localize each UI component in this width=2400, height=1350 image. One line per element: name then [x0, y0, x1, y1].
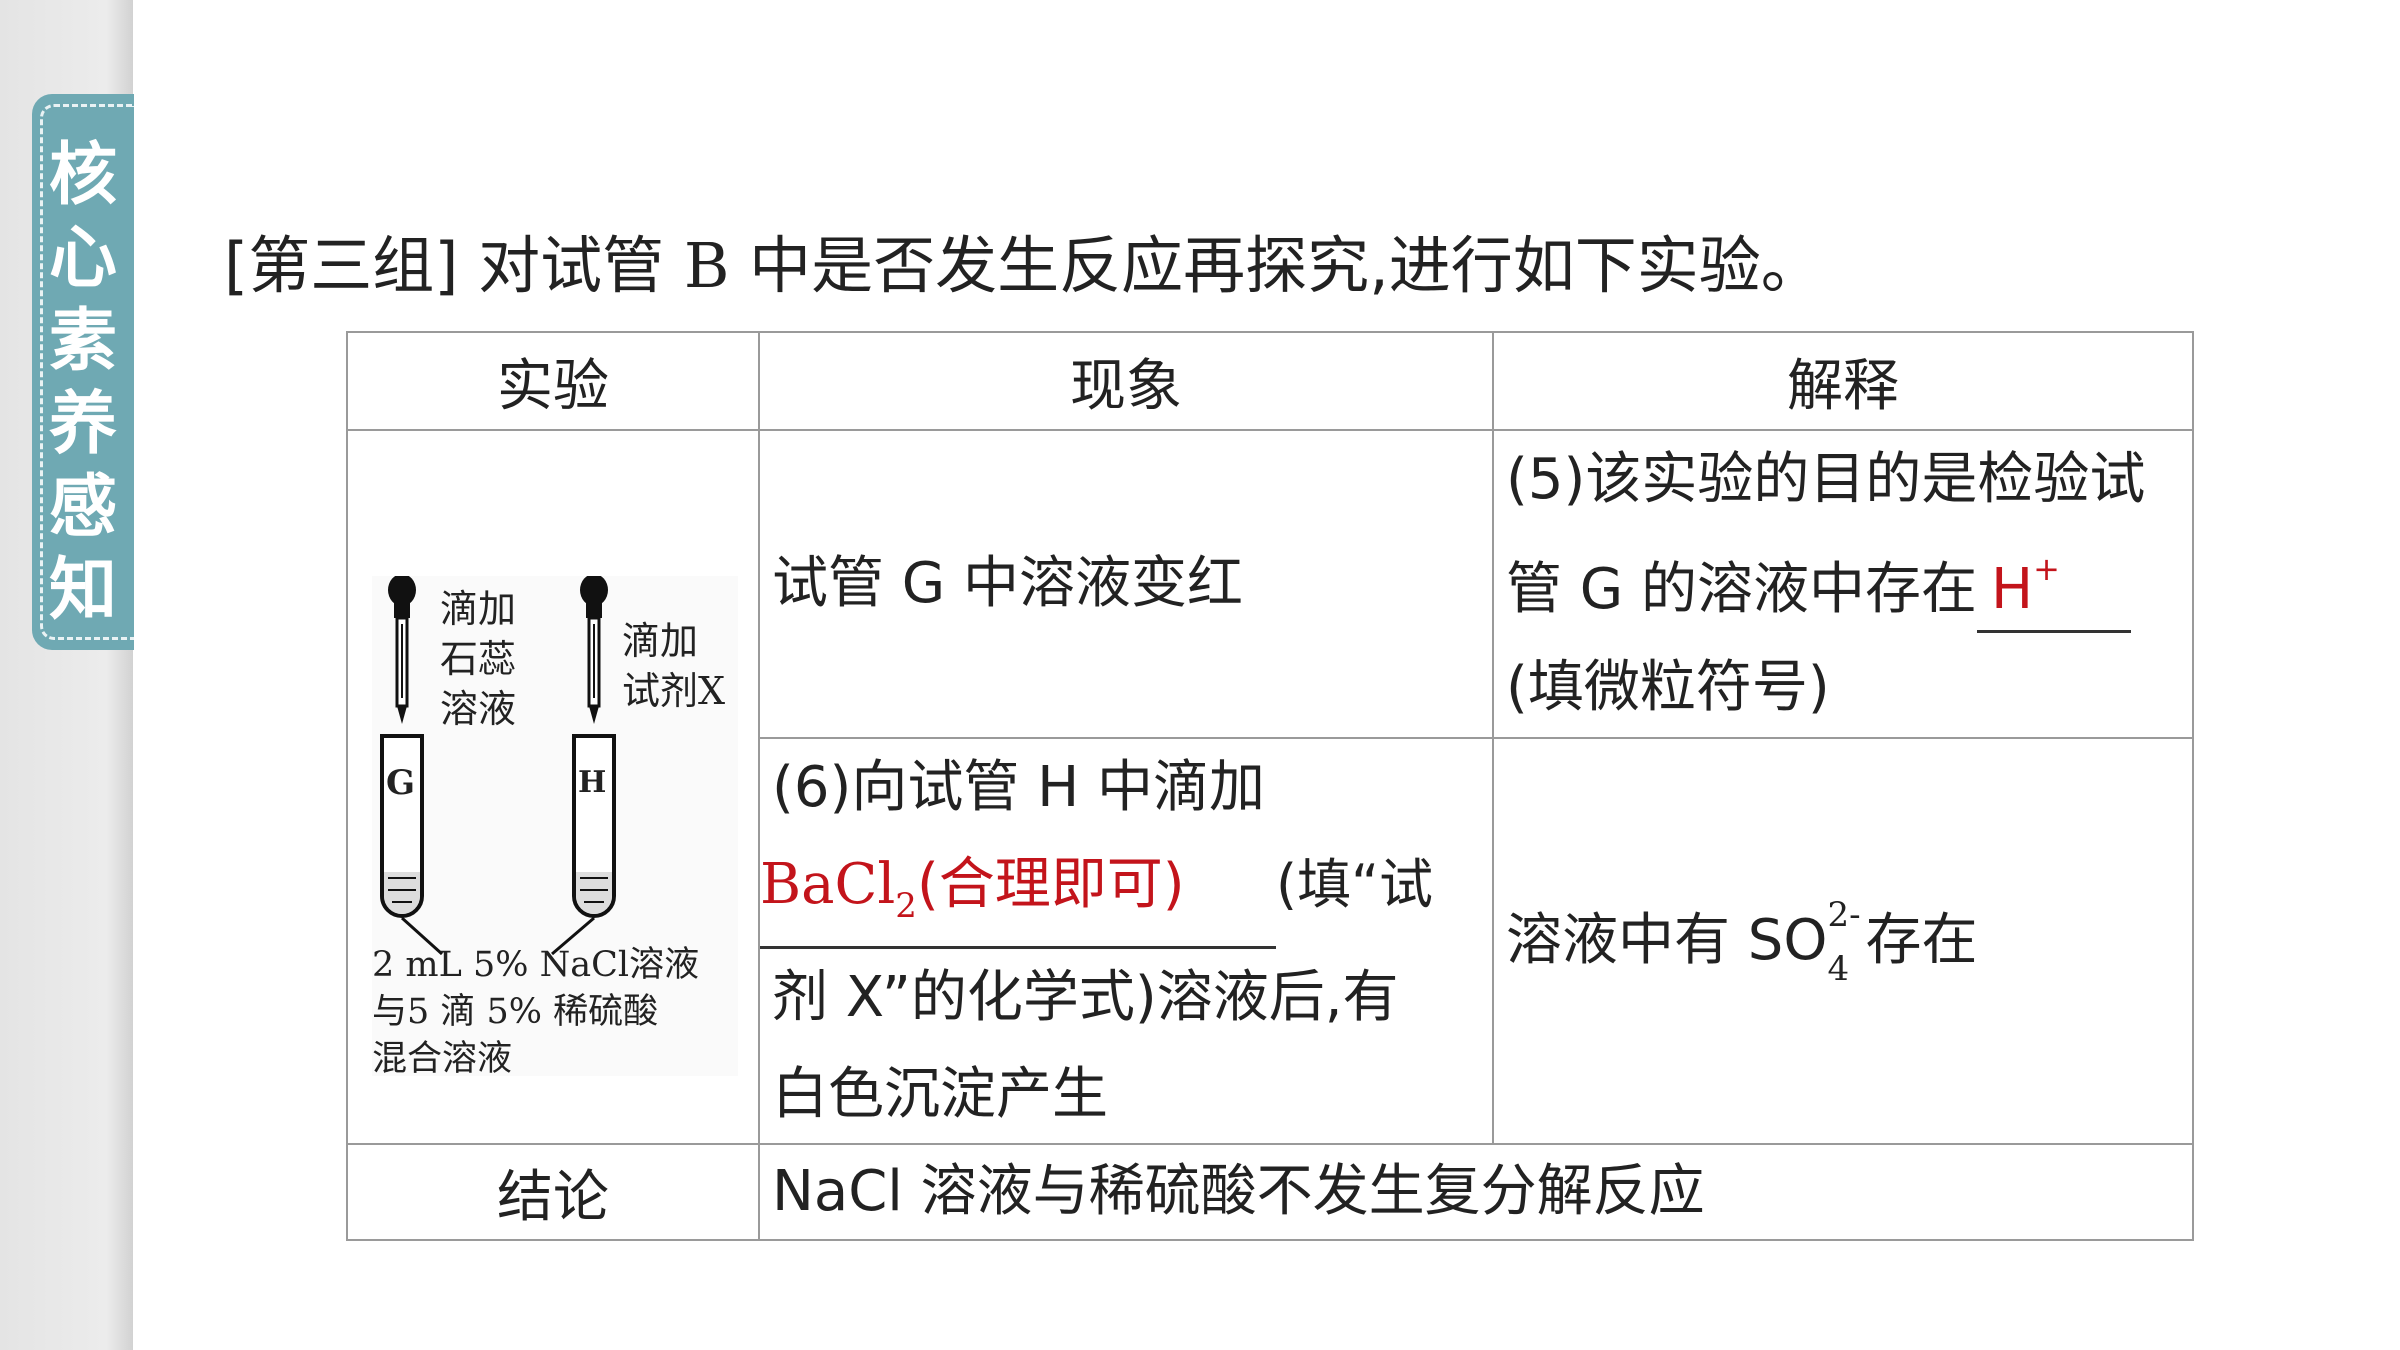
tube-g-label: G	[386, 763, 416, 803]
section-tab-char: 感	[48, 468, 117, 547]
section-tab-char: 核	[48, 136, 117, 215]
explanation-line: (5)该实验的目的是检验试	[1506, 447, 2146, 512]
diagram-caption: 2 mL 5% NaCl溶液 与5 滴 5% 稀硫酸 混合溶液	[372, 942, 699, 1083]
phenomenon-cell-1: 试管 G 中溶液变红	[758, 429, 1494, 739]
test-tube-g-icon	[380, 734, 444, 956]
conclusion-cell: NaCl 溶液与稀硫酸不发生复分解反应	[758, 1143, 2194, 1241]
explanation-line-text: 管 G 的溶液中存在	[1506, 557, 1977, 622]
answer-ion-charge: +	[2033, 550, 2060, 588]
heading-tube-letter: B	[683, 229, 730, 302]
phenomenon-line: (6)向试管 H 中滴加	[772, 755, 1266, 820]
ion-subscript: 4	[1827, 948, 1850, 989]
header-phenomenon: 现象	[758, 331, 1494, 431]
answer-blank-ion: H+	[1977, 529, 2131, 633]
question-heading: [第三组] 对试管 B 中是否发生反应再探究,进行如下实验。	[224, 226, 1823, 306]
experiment-diagram-cell: 滴加 石蕊 溶液 滴加 试剂X G H 2 mL 5% NaCl溶液 与5 滴 …	[346, 429, 760, 1145]
phenomenon-text-1: 试管 G 中溶液变红	[772, 551, 1243, 616]
phenomenon-line: BaCl2(合理即可)(填“试	[760, 836, 1492, 949]
left-dropper-label-line: 溶液	[440, 687, 517, 731]
tube-h-label: H	[578, 765, 607, 800]
experiment-table: 实验 现象 解释	[346, 331, 2194, 1241]
left-dropper-label-line: 滴加	[440, 587, 517, 631]
diagram-caption-line: 与5 滴 5% 稀硫酸	[372, 992, 659, 1032]
header-experiment: 实验	[346, 331, 760, 431]
phenomenon-line: 白色沉淀产生	[772, 1062, 1108, 1127]
heading-suffix: 中是否发生反应再探究,进行如下实验。	[749, 229, 1823, 302]
section-tab-char: 养	[48, 385, 117, 464]
section-tab-char: 心	[48, 219, 117, 298]
section-tab-char: 知	[48, 551, 117, 630]
header-explanation: 解释	[1492, 331, 2194, 431]
left-dropper-label-line: 石蕊	[440, 637, 517, 681]
ion-charge: 2-	[1827, 894, 1861, 935]
explanation-suffix: 存在	[1865, 908, 1978, 973]
table-row: 结论 NaCl 溶液与稀硫酸不发生复分解反应	[346, 1143, 2194, 1241]
conclusion-text: NaCl 溶液与稀硫酸不发生复分解反应	[772, 1159, 1705, 1224]
conclusion-label: 结论	[346, 1143, 760, 1241]
explanation-line: (填微粒符号)	[1506, 655, 1830, 720]
answer-note: (合理即可)	[916, 852, 1185, 917]
phenomenon-line-tail: (填“试	[1276, 853, 1434, 916]
phenomenon-cell-2: (6)向试管 H 中滴加 BaCl2(合理即可)(填“试 剂 X”的化学式)溶液…	[758, 737, 1494, 1145]
right-dropper-label-line: 试剂X	[622, 669, 726, 713]
answer-formula-subscript: 2	[895, 886, 917, 926]
right-dropper-icon	[580, 576, 608, 724]
section-tab-title: 核 心 素 养 感 知	[32, 134, 134, 632]
left-dropper-label: 滴加 石蕊 溶液	[440, 584, 516, 734]
right-dropper-label: 滴加 试剂X	[622, 616, 725, 716]
heading-prefix: [第三组] 对试管	[224, 229, 665, 302]
table-header-row: 实验 现象 解释	[346, 331, 2194, 431]
right-dropper-label-line: 滴加	[622, 619, 699, 663]
section-tab-dashed-border	[40, 104, 134, 640]
test-tube-illustration	[380, 576, 616, 956]
test-tube-h-icon	[551, 734, 616, 956]
table-row: 滴加 石蕊 溶液 滴加 试剂X G H 2 mL 5% NaCl溶液 与5 滴 …	[346, 429, 2194, 1145]
section-tab-char: 素	[48, 302, 117, 381]
sulfate-ion-notation: 2-4	[1827, 898, 1860, 986]
answer-formula: BaCl	[760, 852, 896, 917]
diagram-caption-line: 混合溶液	[372, 1039, 513, 1079]
answer-ion: H	[1991, 557, 2034, 622]
explanation-prefix: 溶液中有 SO	[1506, 908, 1828, 973]
answer-blank-reagent: BaCl2(合理即可)	[760, 845, 1276, 949]
table-row: (6)向试管 H 中滴加 BaCl2(合理即可)(填“试 剂 X”的化学式)溶液…	[347, 737, 2194, 1145]
phenomenon-text-2: (6)向试管 H 中滴加 BaCl2(合理即可)(填“试 剂 X”的化学式)溶液…	[760, 739, 1492, 1143]
section-tab: 核 心 素 养 感 知	[32, 94, 134, 650]
test-tube-diagram: 滴加 石蕊 溶液 滴加 试剂X G H 2 mL 5% NaCl溶液 与5 滴 …	[372, 576, 738, 1079]
phenomenon-line: 剂 X”的化学式)溶液后,有	[772, 965, 1399, 1030]
diagram-caption-line: 2 mL 5% NaCl溶液	[372, 945, 700, 985]
left-dropper-icon	[388, 576, 416, 724]
